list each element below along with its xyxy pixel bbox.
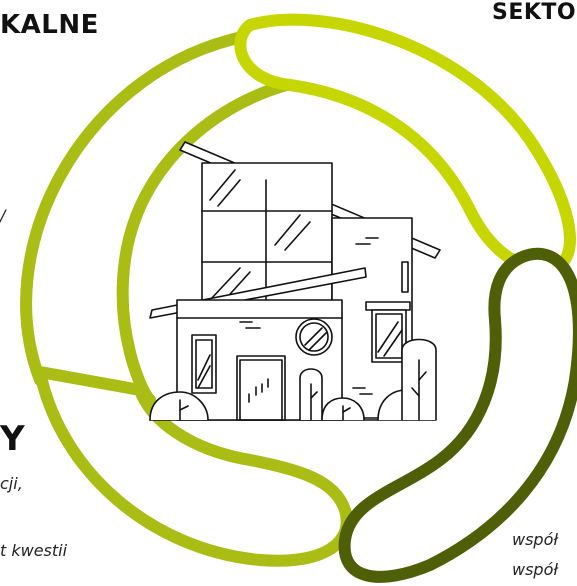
heading-top-left: KALNE bbox=[0, 10, 99, 40]
heading-middle-left: Y bbox=[0, 419, 25, 459]
text-fragment-left-lower: t kwestii bbox=[0, 541, 67, 560]
text-fragment-left-upper: / bbox=[0, 206, 5, 225]
house-illustration bbox=[150, 142, 440, 420]
text-fragment-left-mid: cji, bbox=[0, 474, 23, 493]
text-fragment-right-1: współ bbox=[512, 530, 558, 549]
heading-top-right: SEKTO bbox=[492, 0, 576, 25]
text-fragment-right-2: współ bbox=[512, 560, 558, 579]
